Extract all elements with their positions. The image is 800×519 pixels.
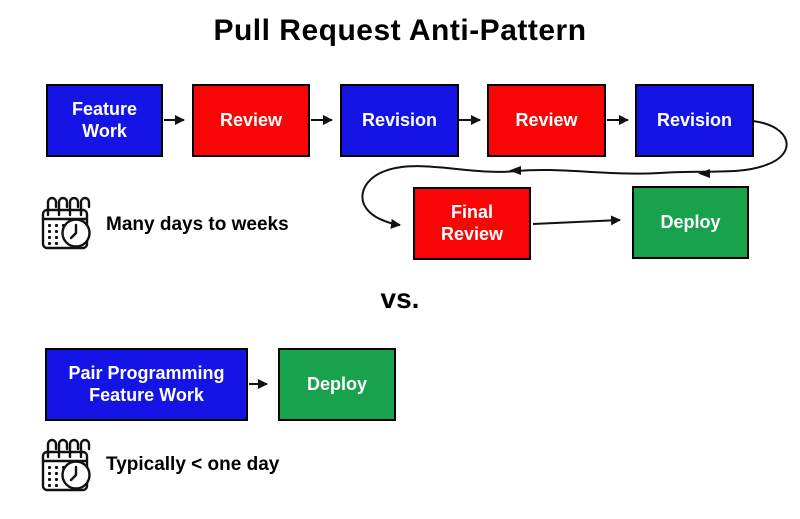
calendar-clock-icon — [36, 192, 98, 254]
step-final-review: Final Review — [413, 187, 531, 260]
calendar-clock-icon — [36, 434, 98, 496]
step-deploy-anti-pattern: Deploy — [632, 186, 749, 259]
step-label: Revision — [361, 109, 438, 130]
step-label: Deploy — [660, 211, 721, 232]
step-label: Pair Programming Feature Work — [68, 362, 225, 405]
step-label: Review — [515, 109, 578, 130]
step-review-2: Review — [487, 84, 606, 157]
pair-programming-duration-note: Typically < one day — [106, 454, 280, 475]
step-label: Final Review — [440, 201, 504, 244]
step-label: Revision — [656, 109, 733, 130]
step-label: Deploy — [306, 373, 367, 394]
versus-label: vs. — [380, 283, 420, 314]
step-feature-work: Feature Work — [46, 84, 163, 157]
step-deploy-pair-programming: Deploy — [278, 348, 396, 421]
step-pair-programming-feature-work: Pair Programming Feature Work — [45, 348, 248, 421]
step-revision-1: Revision — [340, 84, 459, 157]
step-review-1: Review — [192, 84, 310, 157]
step-label: Feature Work — [71, 98, 138, 141]
anti-pattern-duration-note: Many days to weeks — [106, 214, 289, 235]
diagram-title: Pull Request Anti-Pattern — [213, 14, 587, 47]
step-revision-2: Revision — [635, 84, 754, 157]
step-label: Review — [219, 109, 283, 130]
